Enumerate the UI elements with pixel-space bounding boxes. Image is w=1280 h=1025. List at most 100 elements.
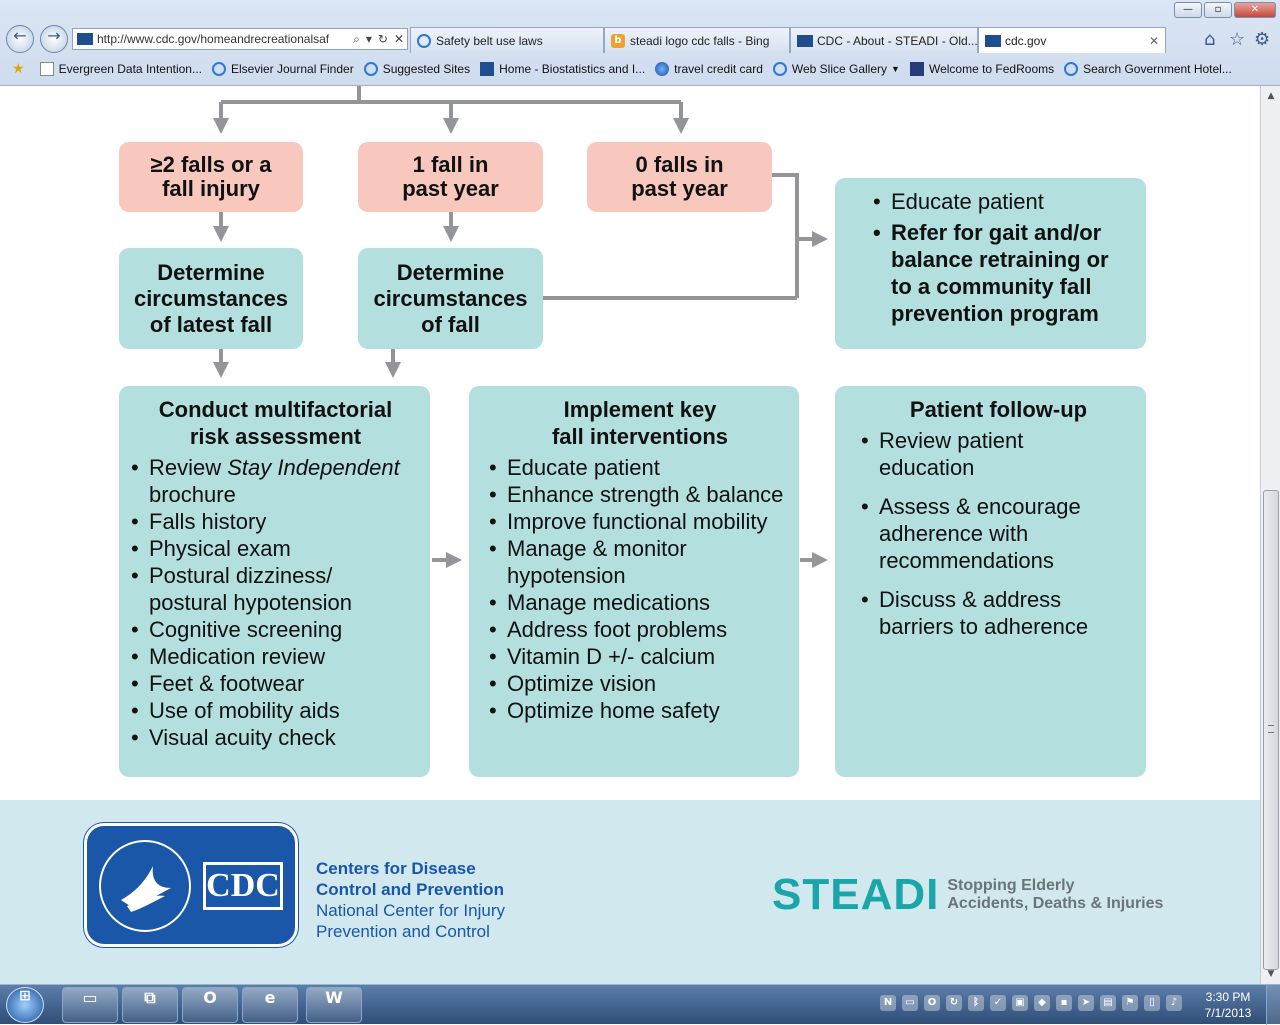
arrow-icon[interactable]: ➤ [1078, 995, 1094, 1011]
taskbar-explorer[interactable]: ▭ [62, 987, 118, 1023]
tab-strip: Safety belt use laws b steadi logo cdc f… [410, 27, 1166, 53]
favorite-biostatistics[interactable]: Home - Biostatistics and I... [480, 62, 645, 76]
educate-list: Educate patient [873, 188, 1134, 215]
favorite-fedrooms[interactable]: Welcome to FedRooms [909, 62, 1054, 76]
onenote-icon[interactable]: N [880, 995, 896, 1011]
list-item: Physical exam [131, 535, 420, 562]
tab-safety-belt[interactable]: Safety belt use laws [410, 27, 604, 53]
volume-icon[interactable]: ♪ [1166, 995, 1182, 1011]
list-item: Review Stay Independent brochure [131, 454, 420, 508]
tab-label: Safety belt use laws [436, 33, 543, 48]
display-icon[interactable]: ▣ [1012, 995, 1028, 1011]
ie-page-icon [772, 62, 787, 76]
shield-check-icon[interactable]: ✓ [990, 995, 1006, 1011]
dropdown-icon[interactable]: ▾ [365, 32, 372, 46]
back-button[interactable]: ← [6, 25, 34, 53]
system-tray: N ▭ O ↻ ᛒ ✓ ▣ ◆ ▪ ➤ ▤ ⚑ ▯ ♪ [880, 995, 1182, 1011]
word-icon: W [325, 988, 343, 1007]
show-desktop-button[interactable] [1266, 985, 1280, 1025]
network-icon: ⧉ [144, 988, 156, 1007]
list-item: Assess & encourage adherence with recomm… [861, 493, 1136, 574]
refresh-icon[interactable]: ↻ [377, 32, 388, 46]
office-icon[interactable]: O [924, 995, 940, 1011]
list-item: Use of mobility aids [131, 697, 420, 724]
favorite-elsevier[interactable]: Elsevier Journal Finder [211, 62, 354, 76]
assessment-title: Conduct multifactorial risk assessment [158, 397, 393, 449]
cdc-org-name: Centers for Disease Control and Preventi… [316, 859, 505, 941]
monitor-icon[interactable]: ▭ [902, 995, 918, 1011]
cdc-logo[interactable]: CDC [84, 823, 298, 947]
folder-icon: ▭ [82, 988, 98, 1007]
home-icon[interactable]: ⌂ [1204, 29, 1216, 50]
box-falls-2: ≥2 falls or a fall injury [119, 142, 303, 212]
list-item: Discuss & address barriers to adherence [861, 586, 1136, 640]
start-button[interactable]: ⊞ [6, 987, 44, 1023]
favorite-gov-hotel[interactable]: Search Government Hotel... [1064, 62, 1232, 76]
close-button[interactable]: ✕ [1234, 2, 1276, 18]
restore-button[interactable]: ▫ [1204, 2, 1232, 18]
scroll-down-arrow-icon[interactable]: ▼ [1267, 969, 1275, 979]
box-determine-fall: Determine circumstances of fall [358, 248, 543, 349]
list-item: Medication review [131, 643, 420, 670]
scroll-up-arrow-icon[interactable]: ▲ [1267, 91, 1275, 101]
taskbar-network-app[interactable]: ⧉ [122, 987, 178, 1023]
taskbar-outlook[interactable]: O [182, 987, 238, 1023]
tools-gear-icon[interactable]: ⚙ [1254, 29, 1271, 50]
windows-taskbar: ⊞ ▭ ⧉ O e W N ▭ O ↻ ᛒ ✓ ▣ ◆ ▪ ➤ ▤ ⚑ ▯ ♪ … [0, 984, 1280, 1025]
chevron-down-icon[interactable]: ▼ [891, 64, 900, 74]
steadi-wordmark: STEADI [772, 870, 940, 919]
tab-label: CDC - About - STEADI - Old... [817, 33, 978, 48]
minimize-button[interactable]: — [1174, 2, 1202, 18]
vertical-scrollbar[interactable]: ▲ ▼ [1260, 86, 1280, 984]
taskbar-clock[interactable]: 3:30 PM 7/1/2013 [1196, 989, 1260, 1021]
power-icon[interactable]: ▯ [1144, 995, 1160, 1011]
list-item: Optimize vision [489, 670, 791, 697]
address-bar[interactable]: http://www.cdc.gov/homeandrecreationalsa… [72, 28, 408, 50]
interventions-title: Implement key fall interventions [551, 397, 729, 449]
tab-bing[interactable]: b steadi logo cdc falls - Bing [604, 27, 790, 53]
lock-icon[interactable]: ▪ [1056, 995, 1072, 1011]
list-item: Postural dizziness/ postural hypotension [131, 562, 420, 616]
list-item: Educate patient [489, 454, 791, 481]
taskbar-word[interactable]: W [306, 987, 362, 1023]
sync-icon[interactable]: ↻ [946, 995, 962, 1011]
globe-icon [655, 62, 670, 76]
page-footer: CDC Centers for Disease Control and Prev… [0, 800, 1260, 984]
favorites-star-icon[interactable]: ☆ [1229, 29, 1246, 50]
tab-cdc-gov[interactable]: cdc.gov ✕ [978, 27, 1166, 53]
steadi-logo[interactable]: STEADI Stopping Elderly Accidents, Death… [772, 872, 1163, 918]
security-shield-icon[interactable]: ◆ [1034, 995, 1050, 1011]
scroll-grip-icon [1268, 725, 1274, 733]
search-icon[interactable]: ⌕ [353, 31, 360, 46]
stop-icon[interactable]: ✕ [393, 32, 404, 46]
bluetooth-icon[interactable]: ᛒ [968, 995, 984, 1011]
cdc-icon [797, 34, 813, 47]
list-item: Optimize home safety [489, 697, 791, 724]
scroll-thumb[interactable] [1263, 490, 1279, 970]
network-tray-icon[interactable]: ▤ [1100, 995, 1116, 1011]
ie-page-icon [363, 62, 378, 76]
box-determine-latest: Determine circumstances of latest fall [119, 248, 303, 349]
clock-date: 7/1/2013 [1204, 1006, 1252, 1020]
page-content: ≥2 falls or a fall injury 1 fall in past… [0, 86, 1260, 984]
followup-list: Review patient education Assess & encour… [861, 427, 1136, 640]
connector-arrows [213, 86, 828, 568]
outlook-icon: O [203, 988, 217, 1007]
list-item: Manage & monitor hypotension [489, 535, 791, 589]
followup-title: Patient follow-up [909, 397, 1088, 422]
forward-button[interactable]: → [40, 25, 68, 53]
taskbar-internet-explorer[interactable]: e [242, 987, 298, 1023]
favorite-evergreen[interactable]: Evergreen Data Intention... [39, 62, 202, 76]
browser-chrome: — ▫ ✕ ← → http://www.cdc.gov/homeandrecr… [0, 0, 1280, 86]
tab-cdc-steadi[interactable]: CDC - About - STEADI - Old... [790, 27, 978, 53]
tab-close-icon[interactable]: ✕ [1148, 33, 1159, 48]
list-item: Vitamin D +/- calcium [489, 643, 791, 670]
list-item: Feet & footwear [131, 670, 420, 697]
favorite-suggested-sites[interactable]: Suggested Sites [363, 62, 470, 76]
action-center-flag-icon[interactable]: ⚑ [1122, 995, 1138, 1011]
favorites-star-button[interactable]: ★ [12, 62, 30, 76]
favorite-travel-card[interactable]: travel credit card [655, 62, 763, 76]
address-url[interactable]: http://www.cdc.gov/homeandrecreationalsa… [97, 32, 330, 46]
box-falls-1: 1 fall in past year [358, 142, 543, 212]
favorite-web-slice[interactable]: Web Slice Gallery▼ [772, 62, 900, 76]
